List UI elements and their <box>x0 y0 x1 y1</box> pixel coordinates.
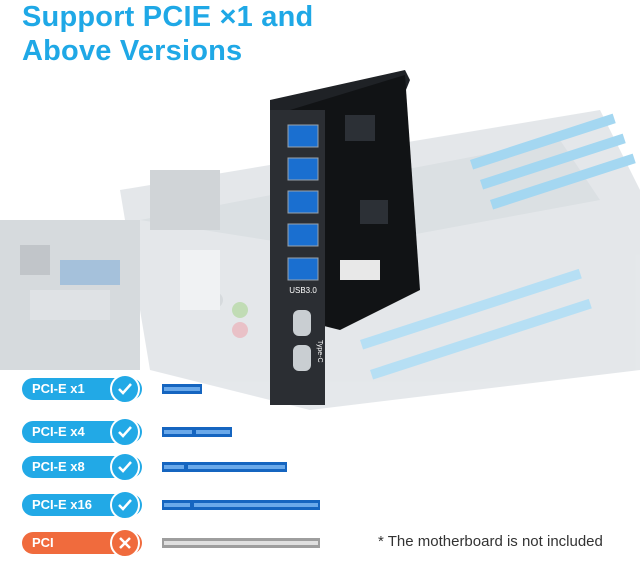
check-icon <box>110 417 140 447</box>
compat-row-pcie-x1: PCI-E x1 <box>22 372 362 404</box>
slot-x16-graphic <box>162 500 320 510</box>
headline: Support PCIE ×1 and Above Versions <box>22 0 313 68</box>
headline-line-2: Above Versions <box>22 35 243 67</box>
usb3-label: USB3.0 <box>289 286 317 295</box>
headline-line-1: Support PCIE ×1 and <box>22 1 314 33</box>
check-icon <box>110 374 140 404</box>
slot-x1-graphic <box>162 384 202 394</box>
pcie-usb-card: USB3.0 Type-C <box>270 70 420 405</box>
slot-x4-graphic <box>162 427 232 437</box>
compat-row-pcie-x16: PCI-E x16 <box>22 488 362 520</box>
slot-pci-graphic <box>162 538 320 548</box>
compat-row-pci: PCI <box>22 526 362 558</box>
product-illustration: USB3.0 Type-C <box>0 70 640 410</box>
typec-label: Type-C <box>316 340 323 363</box>
compat-row-pcie-x4: PCI-E x4 <box>22 415 362 447</box>
compat-row-pcie-x8: PCI-E x8 <box>22 450 362 482</box>
slot-x8-graphic <box>162 462 287 472</box>
check-icon <box>110 490 140 520</box>
cross-icon <box>110 528 140 558</box>
disclaimer-note: * The motherboard is not included <box>378 533 603 550</box>
check-icon <box>110 452 140 482</box>
